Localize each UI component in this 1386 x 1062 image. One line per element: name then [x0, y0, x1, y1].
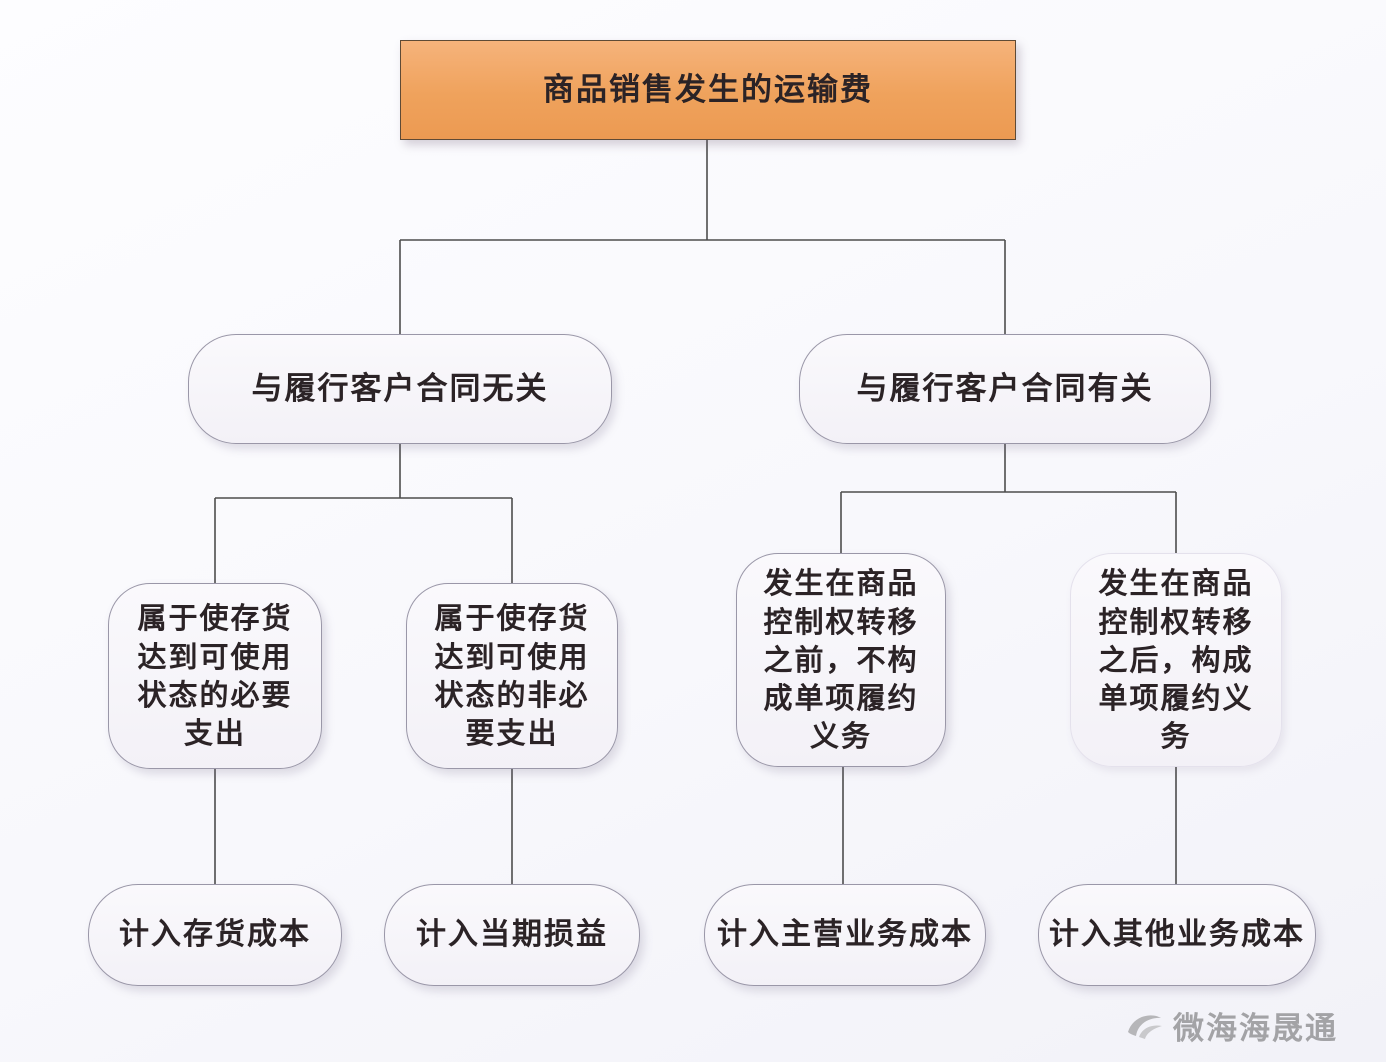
branch-node-related-to-contract: 与履行客户合同有关: [799, 334, 1211, 444]
branch-node-unrelated-to-contract: 与履行客户合同无关: [188, 334, 612, 444]
condition-node-label: 属于使存货达到可使用状态的必要支出: [137, 601, 293, 751]
result-node-other-business-cost: 计入其他业务成本: [1038, 884, 1316, 986]
result-node-label: 计入存货成本: [119, 917, 311, 953]
condition-node-label: 属于使存货达到可使用状态的非必要支出: [434, 601, 590, 751]
result-node-label: 计入其他业务成本: [1049, 917, 1305, 953]
condition-node-unnecessary-expense: 属于使存货达到可使用状态的非必要支出: [406, 583, 618, 769]
condition-node-after-control-transfer: 发生在商品控制权转移之后，构成单项履约义务: [1070, 553, 1282, 767]
root-node: 商品销售发生的运输费: [400, 40, 1016, 140]
result-node-label: 计入主营业务成本: [717, 917, 973, 953]
watermark-logo-icon: [1125, 1006, 1165, 1046]
condition-node-label: 发生在商品控制权转移之后，构成单项履约义务: [1098, 566, 1254, 754]
condition-node-label: 发生在商品控制权转移之前，不构成单项履约义务: [763, 566, 919, 754]
result-node-main-business-cost: 计入主营业务成本: [704, 884, 986, 986]
watermark: 微海海晟通: [1125, 1003, 1338, 1048]
root-node-label: 商品销售发生的运输费: [543, 71, 873, 108]
branch-node-label: 与履行客户合同无关: [251, 370, 549, 407]
result-node-current-profit-loss: 计入当期损益: [384, 884, 640, 986]
result-node-label: 计入当期损益: [416, 917, 608, 953]
condition-node-necessary-expense: 属于使存货达到可使用状态的必要支出: [108, 583, 322, 769]
branch-node-label: 与履行客户合同有关: [856, 370, 1154, 407]
watermark-text: 微海海晟通: [1173, 1011, 1338, 1047]
condition-node-before-control-transfer: 发生在商品控制权转移之前，不构成单项履约义务: [736, 553, 946, 767]
result-node-inventory-cost: 计入存货成本: [88, 884, 342, 986]
